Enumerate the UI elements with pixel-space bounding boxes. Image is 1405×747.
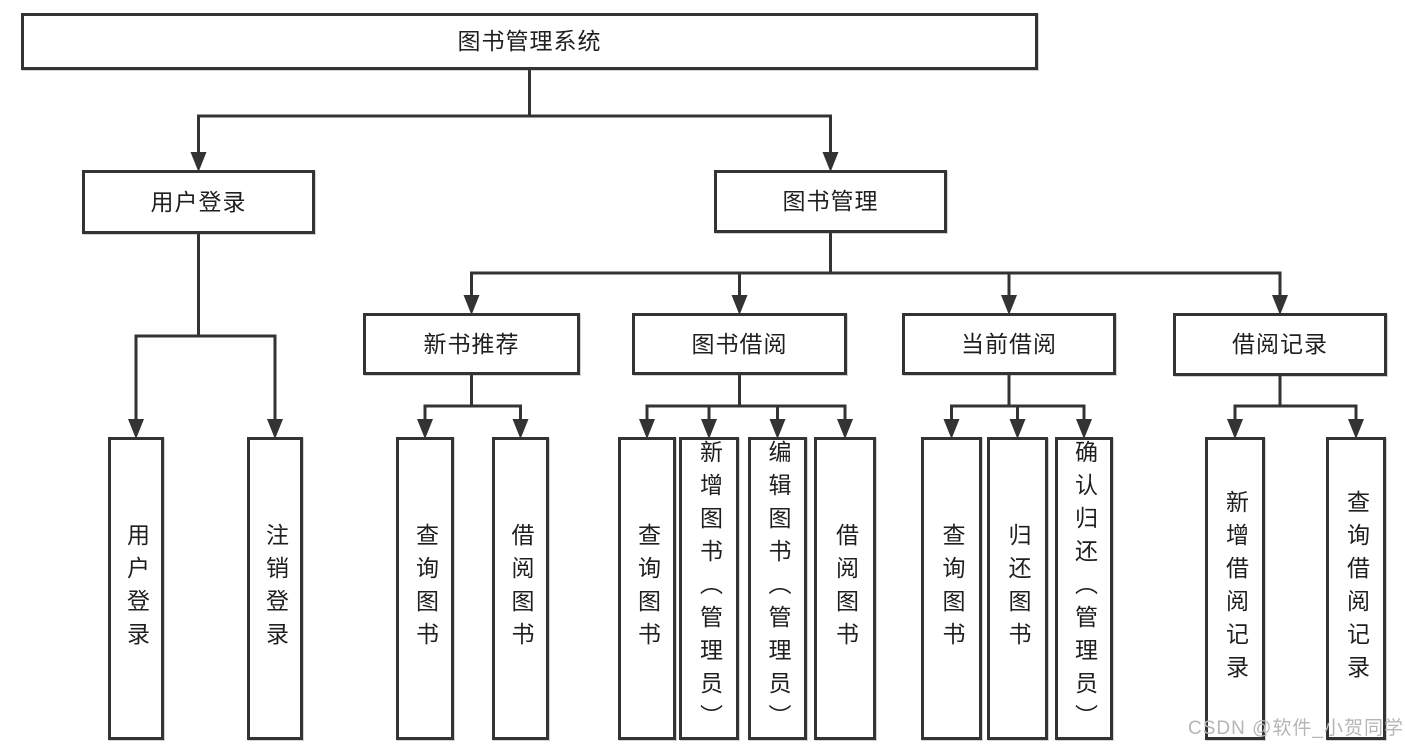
node-label-confirm-return: 确认归还（管理员）	[1071, 440, 1098, 737]
node-label-query-borrow-record: 查询借阅记录	[1343, 489, 1370, 688]
node-label-borrow-record: 借阅记录	[1232, 331, 1328, 357]
node-query-book-2: 查询图书	[618, 437, 676, 740]
node-label-new-book-rec: 新书推荐	[423, 330, 520, 357]
node-borrow-book-2: 借阅图书	[814, 437, 876, 740]
node-root: 图书管理系统	[21, 13, 1038, 70]
node-edit-book: 编辑图书（管理员）	[748, 437, 807, 740]
node-add-book: 新增图书（管理员）	[679, 437, 739, 740]
node-return-book: 归还图书	[987, 437, 1048, 740]
node-label-user-login-group: 用户登录	[150, 188, 247, 215]
node-label-current-borrow: 当前借阅	[961, 330, 1057, 357]
node-borrow-book-1: 借阅图书	[492, 437, 549, 740]
node-query-book-1: 查询图书	[396, 437, 454, 740]
node-label-root: 图书管理系统	[457, 28, 602, 54]
node-label-query-book-3: 查询图书	[939, 522, 965, 655]
node-query-borrow-record: 查询借阅记录	[1326, 437, 1386, 740]
node-current-borrow: 当前借阅	[902, 313, 1116, 375]
node-label-book-borrow: 图书借阅	[691, 330, 788, 357]
node-label-add-borrow-record: 新增借阅记录	[1222, 489, 1249, 688]
node-label-book-mgmt: 图书管理	[782, 188, 879, 214]
node-new-book-rec: 新书推荐	[363, 313, 580, 375]
node-user-login-group: 用户登录	[82, 170, 315, 234]
node-label-add-book: 新增图书（管理员）	[696, 440, 723, 737]
node-label-user-login: 用户登录	[123, 522, 150, 655]
node-user-login: 用户登录	[108, 437, 164, 740]
node-label-query-book-1: 查询图书	[412, 522, 439, 655]
node-add-borrow-record: 新增借阅记录	[1205, 437, 1265, 740]
node-book-borrow: 图书借阅	[632, 313, 847, 375]
watermark: CSDN @软件_小贺同学	[1188, 718, 1404, 739]
node-query-book-3: 查询图书	[921, 437, 982, 740]
node-confirm-return: 确认归还（管理员）	[1055, 437, 1113, 740]
node-label-query-book-2: 查询图书	[634, 522, 661, 655]
node-label-return-book: 归还图书	[1005, 522, 1031, 655]
node-logout: 注销登录	[247, 437, 303, 740]
node-label-logout: 注销登录	[262, 522, 289, 655]
node-label-borrow-book-1: 借阅图书	[508, 522, 534, 655]
node-label-edit-book: 编辑图书（管理员）	[765, 440, 791, 737]
node-book-mgmt: 图书管理	[714, 170, 947, 233]
node-label-borrow-book-2: 借阅图书	[832, 522, 859, 655]
node-borrow-record: 借阅记录	[1173, 313, 1387, 376]
